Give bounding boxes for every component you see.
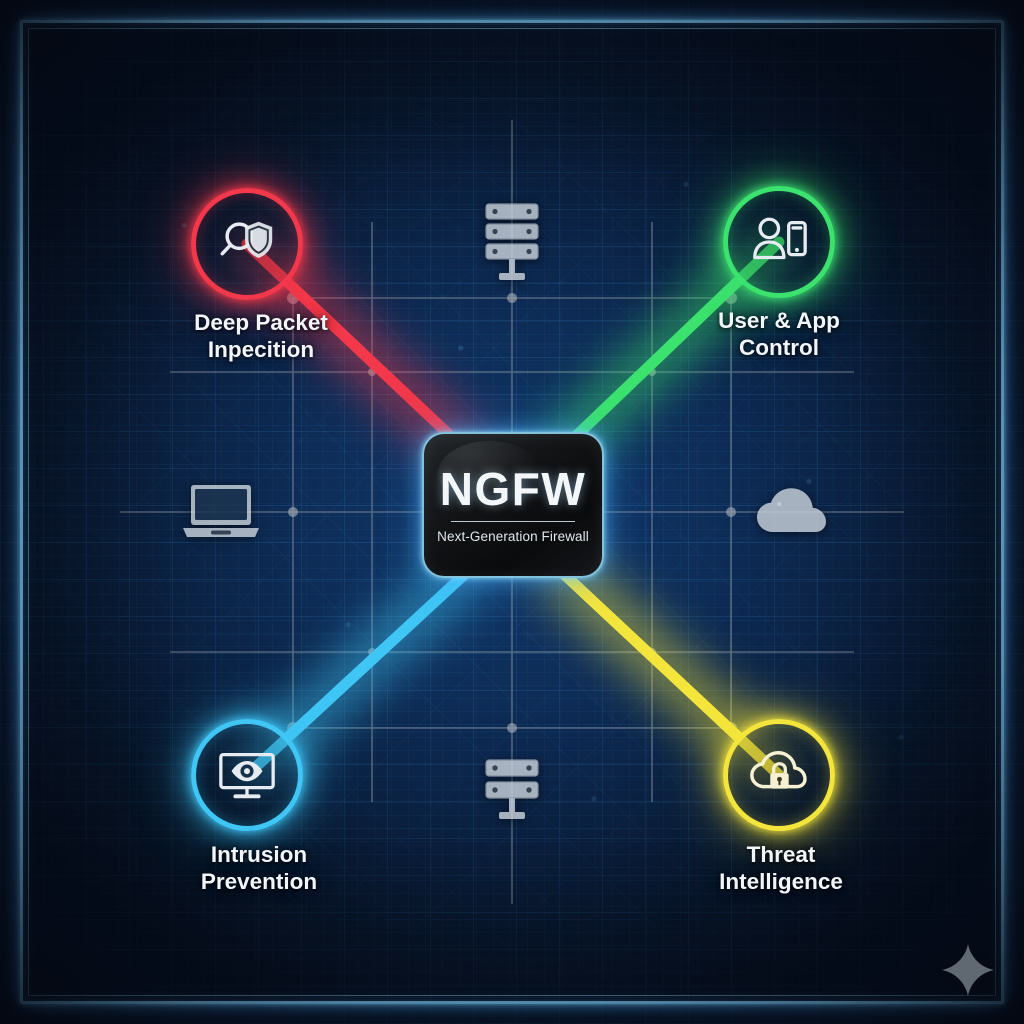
feature-ring-deep-packet-inspection[interactable]	[191, 188, 303, 300]
monitor-eye-icon	[219, 753, 275, 799]
feature-ring-threat-intelligence[interactable]	[723, 719, 835, 831]
feature-label-threat-intelligence: Threat Intelligence	[719, 842, 843, 894]
feature-ring-intrusion-prevention[interactable]	[191, 719, 303, 831]
center-node-ngfw[interactable]: NGFW Next-Generation Firewall	[422, 432, 604, 578]
magnifier-shield-icon	[220, 221, 273, 259]
feature-label-user-app-control: User & App Control	[718, 308, 840, 360]
feature-label-deep-packet-inspection: Deep Packet Inpecition	[194, 310, 328, 362]
feature-ring-user-app-control[interactable]	[723, 186, 835, 298]
center-node-divider	[451, 521, 575, 522]
sparkle-icon	[942, 944, 994, 996]
center-node-subtitle: Next-Generation Firewall	[437, 529, 589, 544]
center-node-title: NGFW	[439, 463, 587, 515]
user-smartphone-icon	[753, 217, 807, 260]
cloud-lock-icon	[750, 750, 807, 789]
feature-label-intrusion-prevention: Intrusion Prevention	[200, 842, 318, 894]
